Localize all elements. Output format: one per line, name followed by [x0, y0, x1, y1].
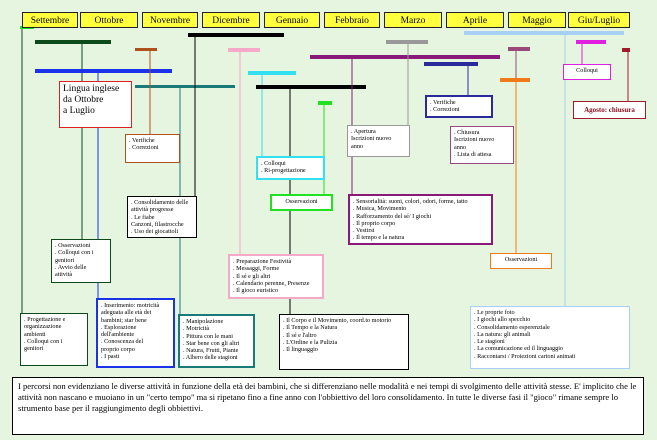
month-novembre: Novembre	[142, 12, 198, 28]
box-verifiche-novembre: . Verifiche . Correzioni	[125, 134, 180, 163]
box-apertura: . Apertura Iscrizioni nuovo anno	[347, 125, 410, 157]
box-osservazioni-gennaio: Osservazioni	[270, 194, 333, 211]
box-osservazioni-settembre: . Osservazioni . Colloqui con i genitori…	[51, 239, 111, 283]
box-verifiche-aprile: . Verifiche . Correzioni	[425, 95, 493, 118]
month-febbraio: Febbraio	[324, 12, 380, 28]
month-maggio: Maggio	[508, 12, 566, 28]
box-consolidamento: . Consolidamento delle attività progress…	[127, 196, 197, 238]
box-lingua-inglese: Lingua inglese da Ottobre a Luglio	[59, 81, 132, 128]
month-dicembre: Dicembre	[202, 12, 260, 28]
month-aprile: Aprile	[446, 12, 504, 28]
month-ottobre: Ottobre	[80, 12, 138, 28]
box-proprie-foto: . Le proprie foto . I giochi allo specch…	[470, 306, 630, 369]
footnote-text: I percorsi non evidenziano le diverse at…	[12, 377, 644, 435]
box-inserimento: . Inserimento: motricità adeguata alle e…	[96, 298, 175, 368]
box-chiusura: . Chiusura Iscrizioni nuovo anno . Lista…	[450, 126, 514, 164]
box-colloqui-gennaio: . Colloqui . Ri-progettazione	[256, 156, 325, 180]
month-giu-luglio: Giu/Luglio	[568, 12, 630, 28]
month-gennaio: Gennaio	[264, 12, 320, 28]
box-manipolazione: . Manipolazione . Motricità . Pittura co…	[178, 314, 255, 368]
box-corpo-movimento: . Il Corpo e il Movimento, coord.to moto…	[279, 314, 409, 370]
month-settembre: Settembre	[22, 12, 78, 28]
box-preparazione: . Preparazione Festività . Messaggi, For…	[228, 254, 324, 299]
box-osservazioni-maggio: Osservazioni	[490, 253, 552, 269]
month-marzo: Marzo	[384, 12, 442, 28]
box-progettazione: . Progettazione e organizzazione ambient…	[20, 313, 88, 366]
box-agosto-chiusura: Agosto: chiusura	[573, 101, 646, 119]
box-sensorialita: . Sensorialità: suoni, colori, odori, fo…	[348, 194, 493, 245]
box-colloqui-giugno: Colloqui	[563, 64, 611, 80]
